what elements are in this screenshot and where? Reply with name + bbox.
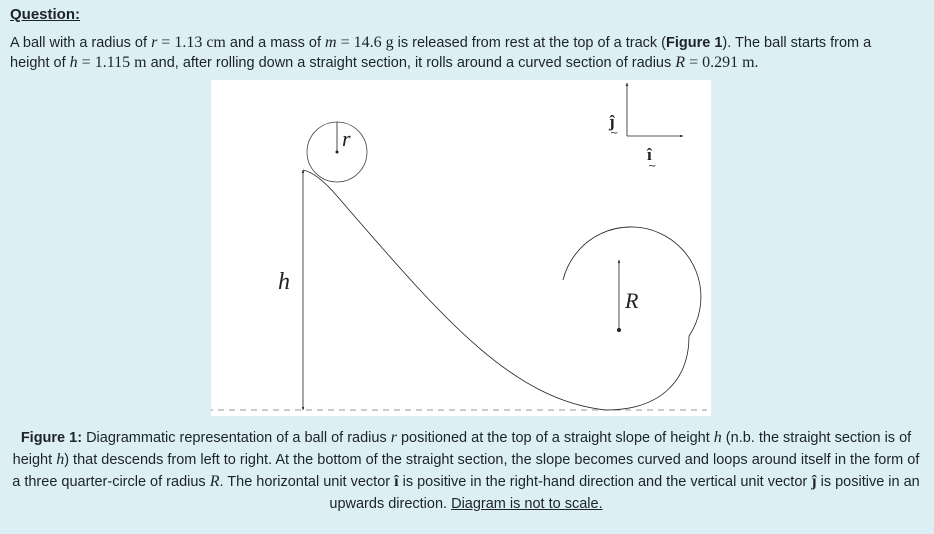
caption-text-part: (n.b. the straight section is of height <box>12 430 912 468</box>
m-variable: m = 14.6 g <box>325 34 394 51</box>
R-variable: R = 0.291 m. <box>675 54 759 71</box>
caption-h: h <box>56 451 65 468</box>
j-unit-tilde: ~ <box>610 128 618 139</box>
caption-i-vector: î <box>394 473 399 490</box>
figure-reference: Figure 1 <box>666 35 723 51</box>
question-text-part: ). The ball starts from a height of <box>10 35 872 71</box>
h-variable: h = 1.115 m <box>69 54 147 71</box>
i-unit-label: î <box>646 145 653 164</box>
caption-text-part: positioned at the top of a straight slop… <box>396 430 714 446</box>
caption-text-part: ) that descends from left to right. At t… <box>12 452 920 490</box>
question-text-part: and, after rolling down a straight secti… <box>146 55 676 71</box>
caption-text-part: . The horizontal unit vector <box>219 474 395 490</box>
caption-text-part: Diagrammatic representation of a ball of… <box>82 430 391 446</box>
caption-j-vector: ĵ <box>811 473 817 490</box>
question-text-part: is released from rest at the top of a tr… <box>393 35 667 51</box>
ball-radius-label: r <box>342 126 351 151</box>
figure-diagram: h r R ĵ î ~ ~ <box>211 80 711 416</box>
i-unit-tilde: ~ <box>648 161 656 172</box>
loop-radius-label: R <box>624 288 639 313</box>
j-unit-label: ĵ <box>608 112 615 131</box>
not-to-scale-note: Diagram is not to scale. <box>451 496 603 512</box>
question-text-part: A ball with a radius of <box>10 35 152 51</box>
question-heading: Question: <box>10 6 80 23</box>
caption-title: Figure 1: <box>20 430 83 446</box>
caption-r: r <box>390 429 397 446</box>
diagram-svg: h r R ĵ î ~ ~ <box>211 82 707 411</box>
caption-text-part: is positive in an upwards direction. <box>329 474 920 512</box>
caption-R: R <box>209 473 220 490</box>
height-label: h <box>278 269 290 295</box>
question-text: A ball with a radius of r = 1.13 cm and … <box>10 33 910 73</box>
question-text-part: and a mass of <box>225 35 326 51</box>
r-variable: r = 1.13 cm <box>151 34 226 51</box>
track <box>302 169 702 411</box>
caption-text-part: is positive in the right-hand direction … <box>398 474 812 490</box>
figure-caption: Figure 1: Diagrammatic representation of… <box>12 427 920 515</box>
caption-h: h <box>713 429 722 446</box>
